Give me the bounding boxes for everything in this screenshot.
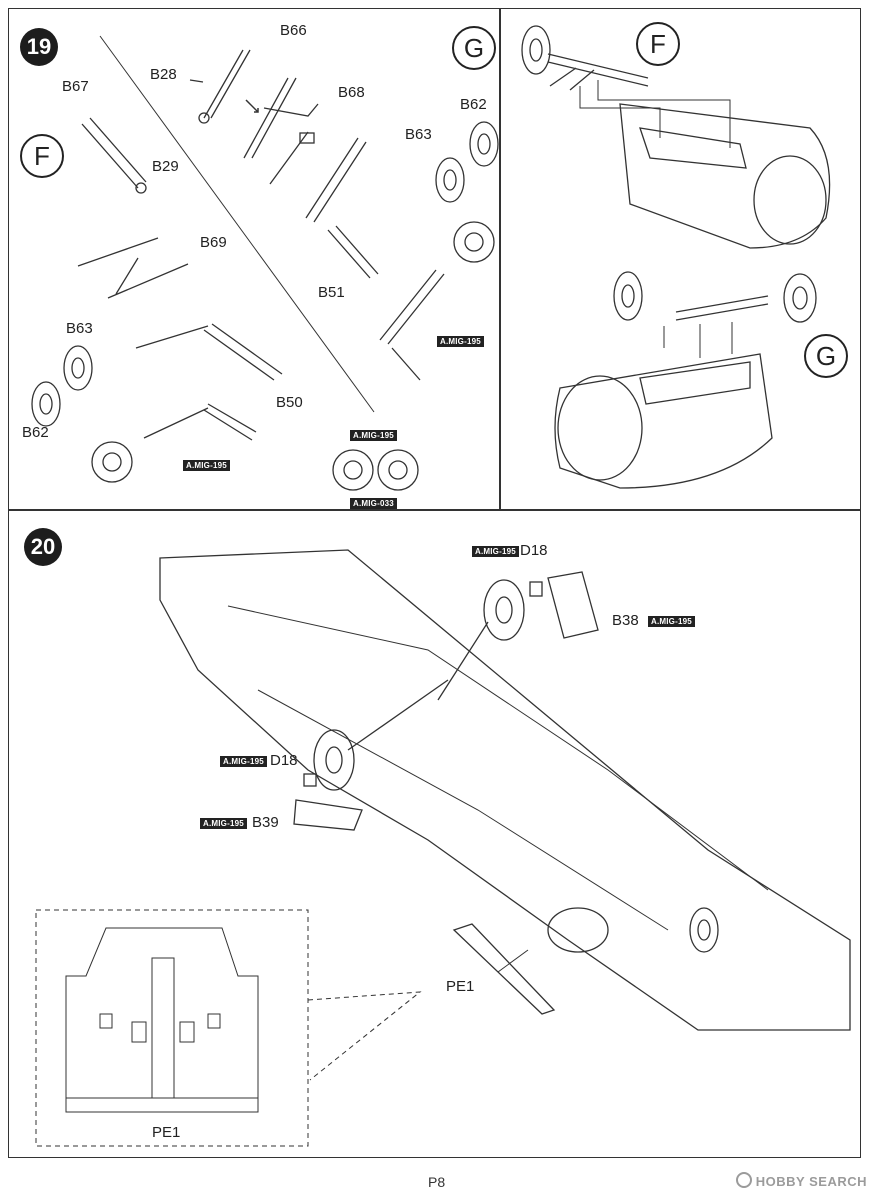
paint-tag-mig033: A.MIG-033 bbox=[350, 498, 397, 509]
part-label-b39: B39 bbox=[252, 814, 279, 831]
step-19-badge: 19 bbox=[20, 28, 58, 66]
callout-f-icon-right: F bbox=[636, 22, 680, 66]
watermark: HOBBY SEARCH bbox=[735, 1172, 867, 1189]
nacelle-gear-bay-drawing bbox=[521, 25, 831, 489]
part-label-b50: B50 bbox=[276, 394, 303, 411]
diagonal-divider bbox=[99, 35, 375, 413]
landing-gear-parts-drawing bbox=[31, 49, 499, 491]
fuselage-underside-drawing bbox=[159, 549, 851, 1031]
part-label-d18-top: D18 bbox=[520, 542, 548, 559]
step19-right-panel bbox=[500, 8, 861, 510]
callout-f-icon: F bbox=[20, 134, 64, 178]
hobbysearch-logo-icon bbox=[735, 1172, 752, 1188]
paint-tag-mig195-b38: A.MIG-195 bbox=[648, 616, 695, 627]
part-label-b29: B29 bbox=[152, 158, 179, 175]
part-label-b62-left: B62 bbox=[22, 424, 49, 441]
paint-tag-mig195-d18-left: A.MIG-195 bbox=[220, 756, 267, 767]
callout-g-icon: G bbox=[452, 26, 496, 70]
callout-g-icon-right: G bbox=[804, 334, 848, 378]
part-label-b66: B66 bbox=[280, 22, 307, 39]
part-label-b38: B38 bbox=[612, 612, 639, 629]
paint-tag-mig195-a: A.MIG-195 bbox=[437, 336, 484, 347]
part-label-b62-top: B62 bbox=[460, 96, 487, 113]
page-number: P8 bbox=[428, 1174, 446, 1190]
paint-tag-mig195-d18-top: A.MIG-195 bbox=[472, 546, 519, 557]
part-label-b67: B67 bbox=[62, 78, 89, 95]
part-label-b51: B51 bbox=[318, 284, 345, 301]
step-20-badge: 20 bbox=[24, 528, 62, 566]
part-label-b63-top: B63 bbox=[405, 126, 432, 143]
paint-tag-mig195-b39: A.MIG-195 bbox=[200, 818, 247, 829]
part-label-b68: B68 bbox=[338, 84, 365, 101]
part-label-d18-left: D18 bbox=[270, 752, 298, 769]
part-label-pe1-detail: PE1 bbox=[152, 1124, 181, 1141]
part-label-pe1: PE1 bbox=[446, 978, 475, 995]
part-label-b69: B69 bbox=[200, 234, 227, 251]
step19-left-panel bbox=[8, 8, 500, 510]
watermark-text: HOBBY SEARCH bbox=[755, 1174, 867, 1189]
paint-tag-mig195-b: A.MIG-195 bbox=[183, 460, 230, 471]
step20-panel bbox=[8, 510, 861, 1158]
part-label-b28: B28 bbox=[150, 66, 177, 83]
paint-tag-mig195-c: A.MIG-195 bbox=[350, 430, 397, 441]
part-label-b63-left: B63 bbox=[66, 320, 93, 337]
